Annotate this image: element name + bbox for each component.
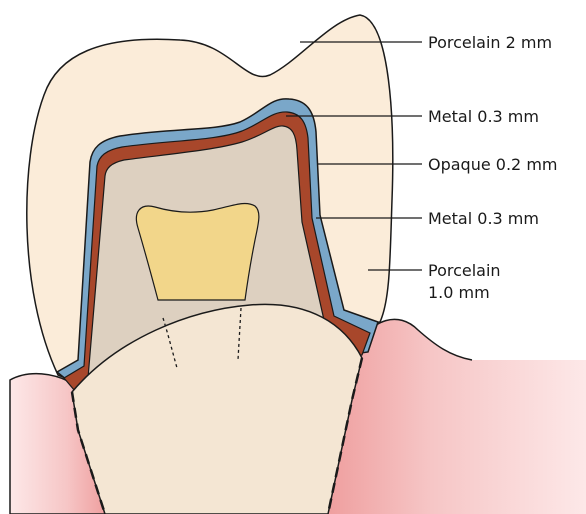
label-metal-outer: Metal 0.3 mm [428,107,539,126]
label-porcelain-side-line1: Porcelain [428,261,501,280]
label-porcelain-top: Porcelain 2 mm [428,33,552,52]
label-metal-inner: Metal 0.3 mm [428,209,539,228]
label-opaque: Opaque 0.2 mm [428,155,557,174]
pulp-chamber [136,203,258,300]
label-porcelain-side-line2: 1.0 mm [428,283,490,302]
